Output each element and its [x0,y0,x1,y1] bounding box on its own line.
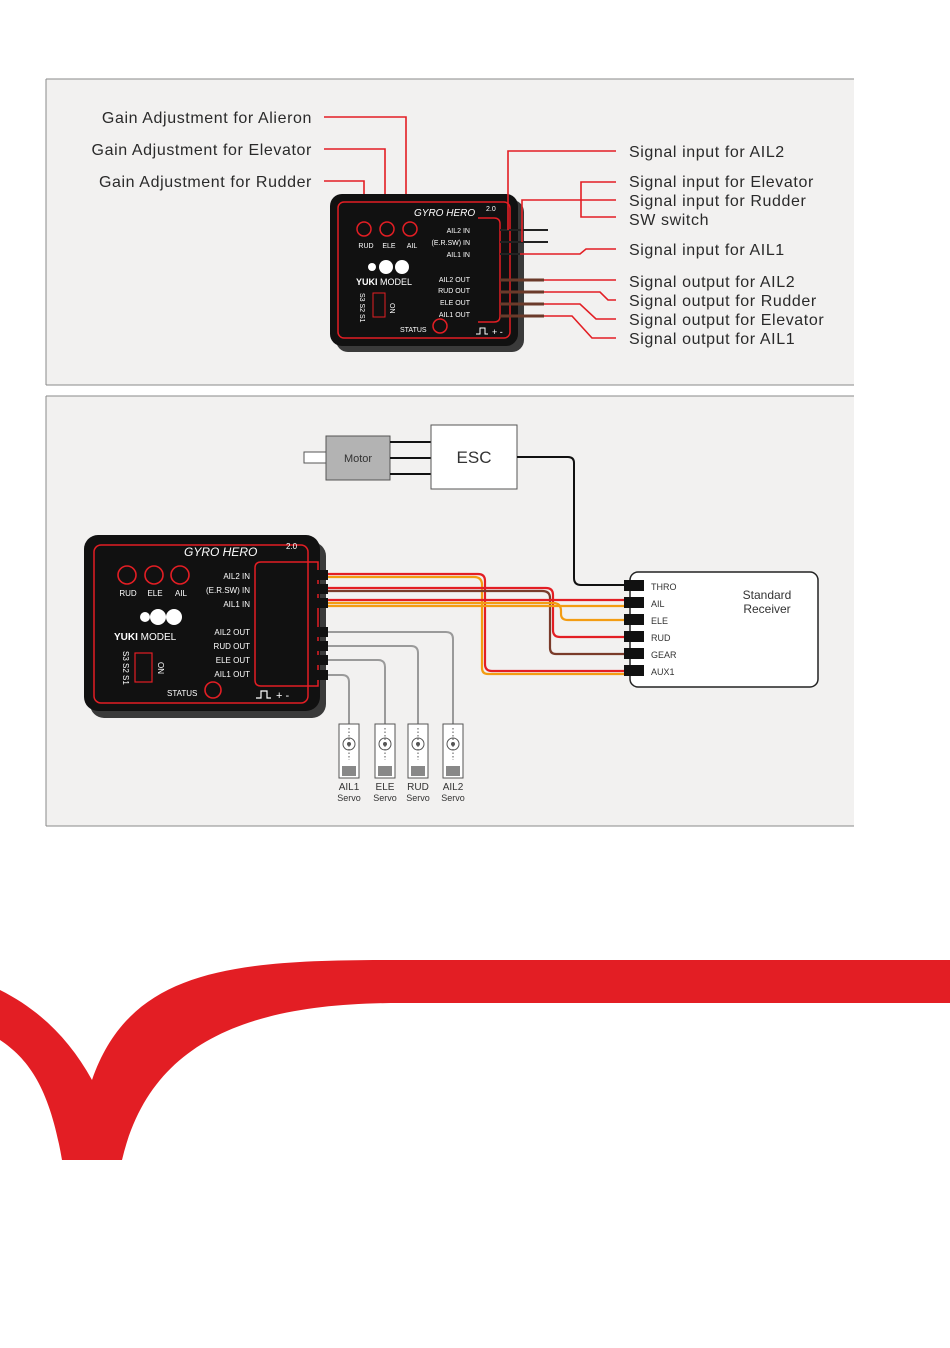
top-knob-ail [402,221,418,237]
top-output-ail1: AIL1 OUT [439,312,471,319]
servo-label-ele: ELE [376,782,395,793]
servo-sub-ail2: Servo [441,793,465,803]
receiver-ch-rud: RUD [651,633,671,643]
top-switch-labels: S3 S2 S1 [358,293,365,323]
bottom-logo: YUKI MODEL [114,632,177,643]
bottom-input-ersw: (E.R.SW) IN [206,586,250,595]
signal-label-ail1-out: Signal output for AIL1 [629,331,795,348]
signal-label-ail1-in: Signal input for AIL1 [629,242,785,259]
gain-label-rudder: Gain Adjustment for Rudder [99,174,312,191]
bottom-status-led [204,681,222,699]
motor-box [325,435,391,481]
top-input-ail1: AIL1 IN [447,252,470,259]
bottom-output-ail2: AIL2 OUT [214,628,250,637]
top-output-ele: ELE OUT [440,300,471,307]
top-device-version: 2.0 [486,206,496,213]
bottom-input-ail2: AIL2 IN [223,572,250,581]
bottom-input-ail1: AIL1 IN [223,600,250,609]
bottom-status-label: STATUS [167,689,197,698]
signal-label-ele-in: Signal input for Elevator [629,174,814,191]
esc-throttle-wire [517,456,624,586]
top-knob-rud [356,221,372,237]
bottom-device: GYRO HERO 2.0 RUD ELE AIL YUKI MODEL AIL… [84,535,328,718]
signal-leader-lines [507,150,616,339]
bottom-knob-label-rud: RUD [119,589,137,598]
receiver-title-2: Receiver [743,602,790,616]
top-knob-label-ele: ELE [382,243,396,250]
signal-label-sw: SW switch [629,212,709,229]
signal-label-rud-in: Signal input for Rudder [629,193,807,210]
bottom-on-label: ON [156,662,165,674]
top-logo: YUKI MODEL [356,277,412,287]
top-input-ail2: AIL2 IN [447,228,470,235]
bottom-power-label: + - [276,690,289,702]
top-input-ersw: (E.R.SW) IN [432,240,471,247]
servo-wires [326,631,454,724]
receiver-title-1: Standard [743,588,792,602]
top-output-rud: RUD OUT [438,288,471,295]
esc-label: ESC [457,448,492,467]
signal-label-ele-out: Signal output for Elevator [629,312,824,329]
gain-label-elevator: Gain Adjustment for Elevator [92,142,313,159]
top-on-label: ON [388,303,395,314]
top-output-ail2: AIL2 OUT [439,277,471,284]
servo-ail1 [338,723,360,779]
top-power-label: + - [492,327,503,337]
motor-label: Motor [344,453,372,465]
signal-wires [326,572,624,676]
top-knob-label-rud: RUD [358,243,373,250]
bottom-device-brand: GYRO HERO [184,545,257,559]
servo-ele [374,723,396,779]
esc-box [430,424,518,490]
top-device: GYRO HERO 2.0 RUD ELE AIL YUKI MODEL AIL… [330,194,548,352]
bottom-device-version: 2.0 [286,542,298,551]
servo-ail2 [442,723,464,779]
signal-label-ail2-out: Signal output for AIL2 [629,274,795,291]
servo-sub-ele: Servo [373,793,397,803]
bottom-switch-labels: S3 S2 S1 [121,651,130,685]
bottom-knob-label-ail: AIL [175,589,188,598]
bottom-knob-ele [144,565,164,585]
servo-label-rud: RUD [407,782,429,793]
servo-label-ail2: AIL2 [443,782,464,793]
receiver-ch-ele: ELE [651,616,668,626]
top-status-label: STATUS [400,327,427,334]
servo-rud [407,723,429,779]
gain-label-aileron: Gain Adjustment for Alieron [102,110,312,127]
bottom-output-ele: ELE OUT [216,656,250,665]
servo-label-ail1: AIL1 [339,782,360,793]
servo-sub-rud: Servo [406,793,430,803]
receiver-ch-ail: AIL [651,599,665,609]
bottom-knob-rud [117,565,137,585]
receiver-box [629,571,819,688]
signal-label-rud-out: Signal output for Rudder [629,293,817,310]
signal-label-ail2-in: Signal input for AIL2 [629,144,785,161]
top-device-brand: GYRO HERO [414,208,475,219]
top-knob-label-ail: AIL [407,243,418,250]
servo-sub-ail1: Servo [337,793,361,803]
bottom-output-rud: RUD OUT [214,642,251,651]
receiver-ch-aux1: AUX1 [651,667,675,677]
receiver-ch-gear: GEAR [651,650,677,660]
red-swoosh-decor [0,960,950,1160]
top-knob-ele [379,221,395,237]
bottom-knob-ail [170,565,190,585]
top-status-led [432,318,448,334]
receiver-ch-thro: THRO [651,582,677,592]
bottom-output-ail1: AIL1 OUT [214,670,250,679]
bottom-knob-label-ele: ELE [147,589,162,598]
